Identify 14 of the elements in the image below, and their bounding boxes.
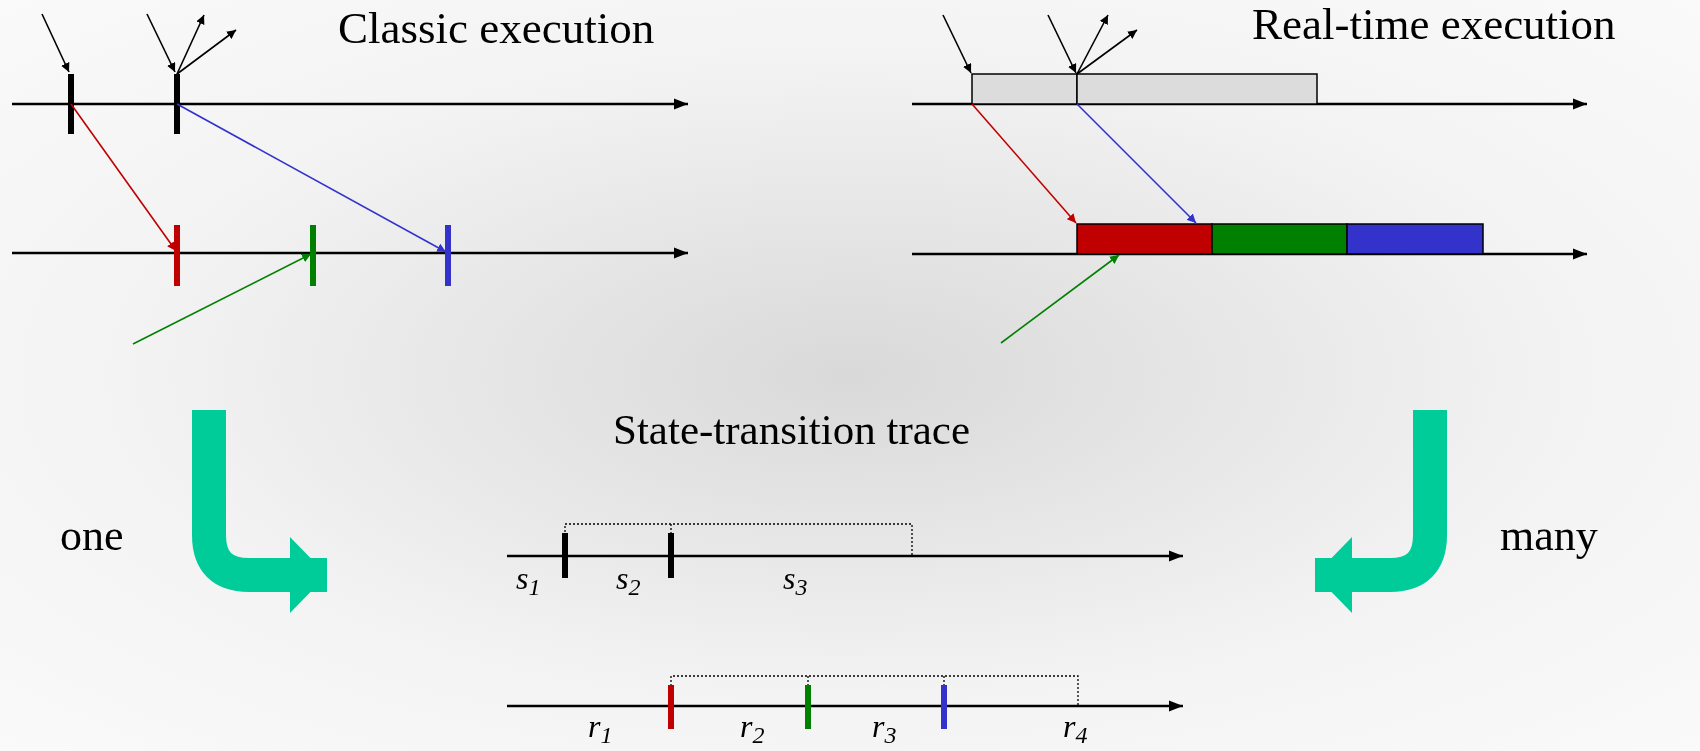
heading: Classic execution [338,6,655,51]
bent-arrow [1315,410,1447,613]
heading: Real-time execution [1252,2,1616,47]
state-label: s$_{1}$ [516,562,541,594]
state-label: r$_{2}$ [740,710,765,742]
state-label: r$_{4}$ [1063,710,1088,742]
bent-arrow [192,410,327,613]
heading: State-transition trace [613,408,970,451]
state-label: s$_{3}$ [783,562,808,594]
state-label: r$_{3}$ [872,710,897,742]
annotation: one [60,514,124,558]
annotation: many [1500,514,1598,558]
state-label: r$_{1}$ [588,710,613,742]
state-label: s$_{2}$ [616,562,641,594]
